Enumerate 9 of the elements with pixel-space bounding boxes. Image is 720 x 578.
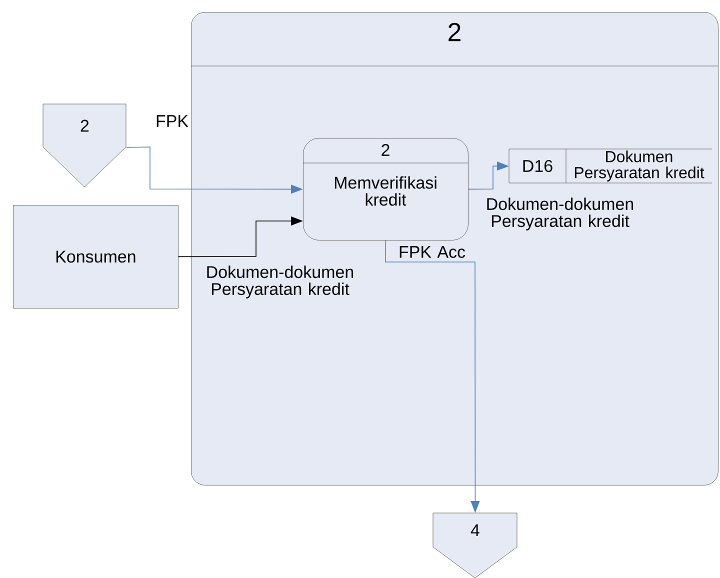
edge-label: Dokumen-dokumen Persyaratan kredit	[196, 264, 364, 300]
off-page-connector: 2	[42, 104, 126, 188]
process-box: 2 Memverifikasi kredit	[302, 138, 468, 240]
edge-label: FPK	[156, 115, 188, 127]
edge-label: Dokumen-dokumen Persyaratan kredit	[474, 196, 646, 232]
off-page-connector: 4	[432, 512, 518, 578]
entity-box: Konsumen	[13, 205, 178, 308]
edge-label: FPK Acc	[395, 245, 469, 259]
data-store: D16 Dokumen Persyaratan kredit	[508, 148, 712, 184]
